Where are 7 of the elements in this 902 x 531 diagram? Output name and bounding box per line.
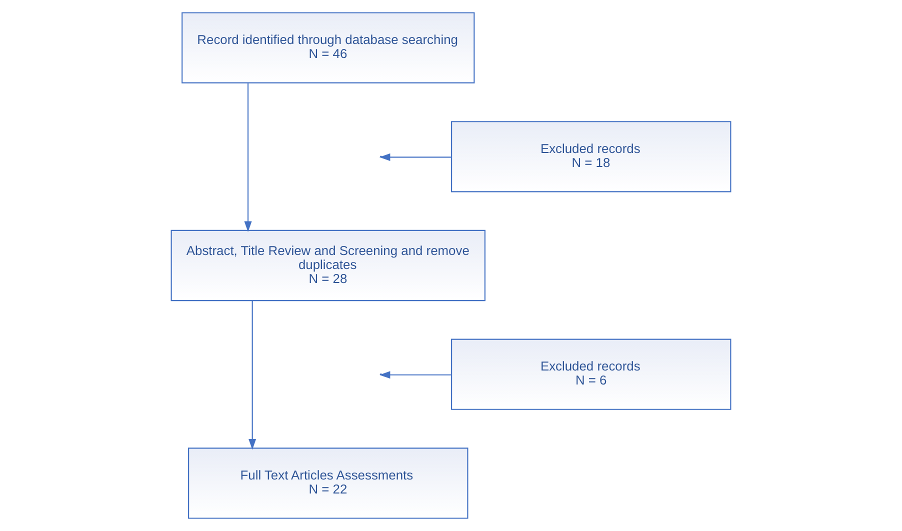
node-box: Record identified through database searching N = 46 (182, 12, 475, 84)
node-box: Excluded records N = 18 (451, 121, 732, 192)
arrow (248, 300, 256, 450)
arrow (244, 83, 252, 232)
node-box: Excluded records N = 6 (451, 338, 732, 410)
node-box: Abstract, Title Review and Screening and remove duplicates N = 28 (170, 230, 486, 302)
node-box: Full Text Articles Assessments N = 22 (188, 448, 468, 519)
